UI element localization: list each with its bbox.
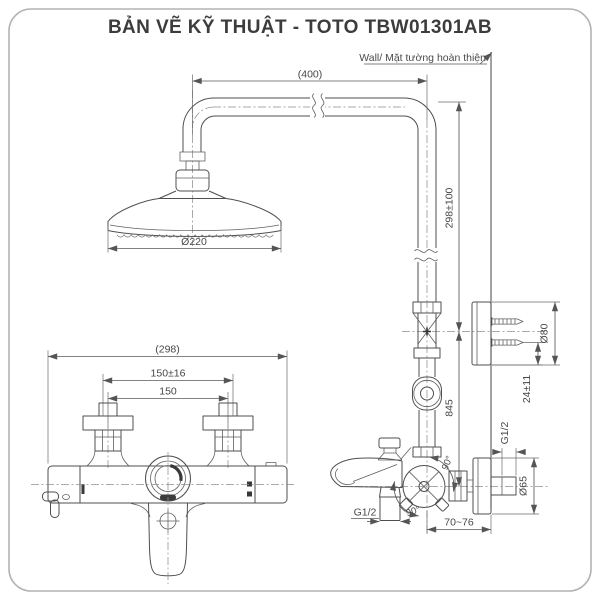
dim-overall-width: (298) [47, 344, 288, 464]
dim-arm-length: (400) [192, 69, 428, 135]
dim-centers: 150 [107, 386, 229, 429]
page-border [8, 8, 592, 592]
side-view: Wall/ Mặt tường hoàn thiện (400) [107, 52, 560, 534]
svg-text:Ø65: Ø65 [518, 476, 530, 496]
wall-note: Wall/ Mặt tường hoàn thiện [359, 52, 486, 64]
pipe-center-mark [423, 327, 431, 336]
supply-connection [448, 457, 517, 515]
angle-upper: 90° [440, 454, 456, 472]
dim-outlet-thread: G1/2 [351, 507, 411, 525]
dim-column-height: 845 [444, 399, 456, 417]
slider-ring [412, 376, 442, 411]
shower-arm-pipe [182, 93, 437, 248]
wall-line: Wall/ Mặt tường hoàn thiện [359, 52, 493, 509]
dim-flange-diameter: Ø80 [492, 301, 560, 366]
index-mark-right-top [247, 481, 252, 487]
knob-grip-arc [169, 464, 183, 482]
wall-union [490, 476, 517, 496]
connector-right [202, 400, 254, 470]
svg-text:70~76: 70~76 [444, 517, 474, 529]
svg-text:(298): (298) [155, 344, 180, 356]
svg-text:150: 150 [159, 386, 177, 398]
shower-column [412, 248, 442, 447]
dim-upper-height: 298±100 [444, 187, 456, 228]
page-title: BẢN VẼ KỸ THUẬT - TOTO TBW01301AB [108, 16, 492, 38]
diverter-knob [378, 437, 401, 449]
outlet-pipe [379, 497, 401, 521]
index-mark-left [81, 484, 85, 494]
front-view: (298) 150±16 150 [31, 344, 296, 584]
svg-text:24±11: 24±11 [521, 375, 533, 404]
spout-side [330, 437, 412, 521]
connector-left [82, 400, 134, 470]
anchor-screw-upper [491, 317, 524, 326]
dim-wall-distance: 70~76 [426, 511, 492, 534]
nozzle-band [116, 234, 274, 238]
dim-centers-tolerance: 150±16 [102, 368, 234, 416]
anchor-screw-lower [491, 338, 524, 347]
dim-supply-thread: G1/2 [492, 421, 526, 476]
wall-bracket [471, 301, 524, 366]
mixer-body [31, 452, 296, 584]
shower-head [107, 151, 282, 238]
index-mark-right-bottom [247, 491, 252, 497]
svg-text:(400): (400) [298, 69, 323, 81]
valve-handle-right [435, 497, 449, 512]
dim-cover-diameter: Ø65 [492, 457, 539, 515]
angle-lower: 90° [405, 504, 422, 519]
svg-text:G1/2: G1/2 [499, 421, 511, 444]
check-lever [42, 491, 70, 518]
dim-heights: 298±100 845 [438, 101, 466, 487]
svg-text:Ø220: Ø220 [181, 236, 207, 248]
svg-text:G1/2: G1/2 [354, 507, 377, 519]
svg-text:Ø80: Ø80 [539, 323, 551, 343]
bath-valve: 90° 90° [389, 446, 459, 519]
dim-head-diameter: Ø220 [107, 226, 282, 253]
svg-text:150±16: 150±16 [151, 368, 186, 380]
